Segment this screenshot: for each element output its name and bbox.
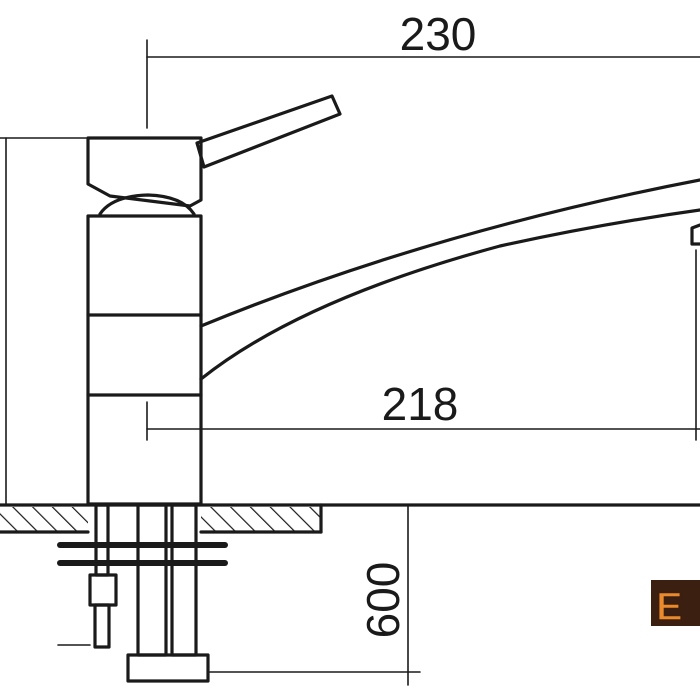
spout-reach-dimension: 218: [146, 249, 700, 441]
overall-reach-dimension: 230: [146, 8, 700, 129]
lever-arm: [195, 94, 342, 169]
supply-hose-right: [170, 503, 198, 657]
mounting-stud-end: [93, 603, 111, 649]
spout-bottom-edge: [199, 208, 700, 381]
cap-body: [86, 136, 203, 208]
spout-reach-label: 218: [382, 378, 459, 430]
hose-fitting: [126, 653, 210, 683]
brand-logo: E: [651, 580, 700, 630]
supply-hose-left: [136, 503, 168, 657]
logo-letter: E: [656, 585, 683, 629]
mounting-nut: [88, 573, 118, 607]
height-dimension: [0, 137, 87, 506]
faucet-body: [86, 214, 203, 506]
hose-length-dimension: 600: [57, 504, 421, 686]
lever-handle: [195, 94, 342, 169]
countertop: [0, 503, 700, 534]
overall-reach-label: 230: [400, 8, 477, 60]
logo-badge: [651, 580, 700, 626]
countertop-hatch-right: [201, 507, 321, 532]
spout-aerator: [690, 223, 700, 246]
handle-cap: [86, 136, 203, 216]
spout: [199, 178, 700, 381]
supply-hoses: [126, 503, 210, 683]
body-column: [86, 214, 203, 506]
cap-dome: [98, 193, 196, 216]
countertop-hatch-left: [0, 507, 88, 532]
spout-top-edge: [199, 178, 700, 328]
hose-length-label: 600: [357, 562, 409, 639]
